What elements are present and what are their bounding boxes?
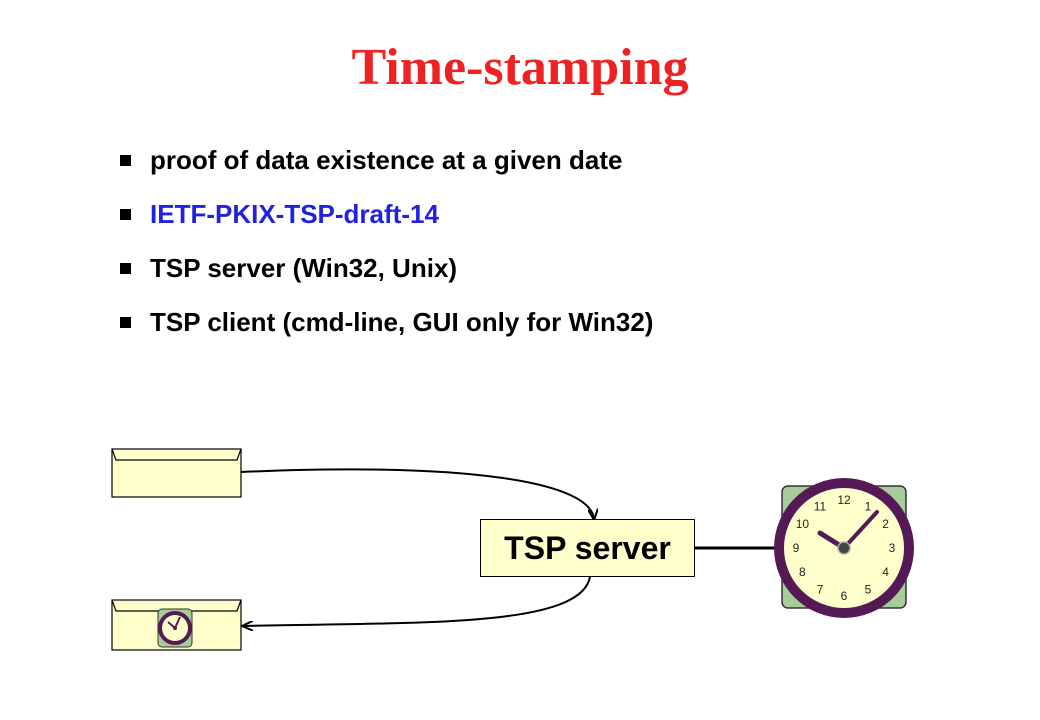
tsp-server-box: TSP server [480, 519, 695, 577]
envelope-icon [111, 448, 242, 498]
slide-title: Time-stamping [351, 39, 689, 96]
bullet-square-icon [120, 263, 131, 274]
bullet-item: proof of data existence at a given date [120, 142, 653, 196]
clock-number: 7 [817, 583, 824, 597]
clock-number: 2 [882, 517, 889, 531]
clock-number: 10 [796, 517, 810, 531]
bullet-item-link[interactable]: IETF-PKIX-TSP-draft-14 [120, 196, 653, 250]
bullet-item: TSP server (Win32, Unix) [120, 250, 653, 304]
clock-number: 12 [837, 493, 851, 507]
bullet-item: TSP client (cmd-line, GUI only for Win32… [120, 304, 653, 358]
bullet-square-icon [120, 317, 131, 328]
bullet-square-icon [120, 155, 131, 166]
clock-number: 8 [799, 565, 806, 579]
clock-number: 1 [865, 499, 872, 513]
bullet-list: proof of data existence at a given date … [120, 142, 653, 358]
clock-number: 11 [814, 499, 827, 513]
bullet-text: TSP server (Win32, Unix) [150, 253, 458, 283]
request-arrow [240, 468, 594, 519]
clock-number: 6 [841, 589, 848, 603]
bullet-text[interactable]: IETF-PKIX-TSP-draft-14 [150, 199, 439, 229]
clock-minute-hand [842, 510, 879, 550]
response-arrow [243, 576, 591, 626]
clock-number: 9 [793, 541, 800, 555]
bullet-square-icon [120, 209, 131, 220]
clock-number: 5 [865, 583, 872, 597]
stamped-envelope-icon [111, 599, 242, 651]
small-clock-icon [157, 608, 193, 648]
bullet-text: proof of data existence at a given date [150, 145, 623, 175]
clock-number: 3 [889, 541, 896, 555]
clock-number: 4 [882, 565, 889, 579]
bullet-text: TSP client (cmd-line, GUI only for Win32… [150, 307, 654, 337]
